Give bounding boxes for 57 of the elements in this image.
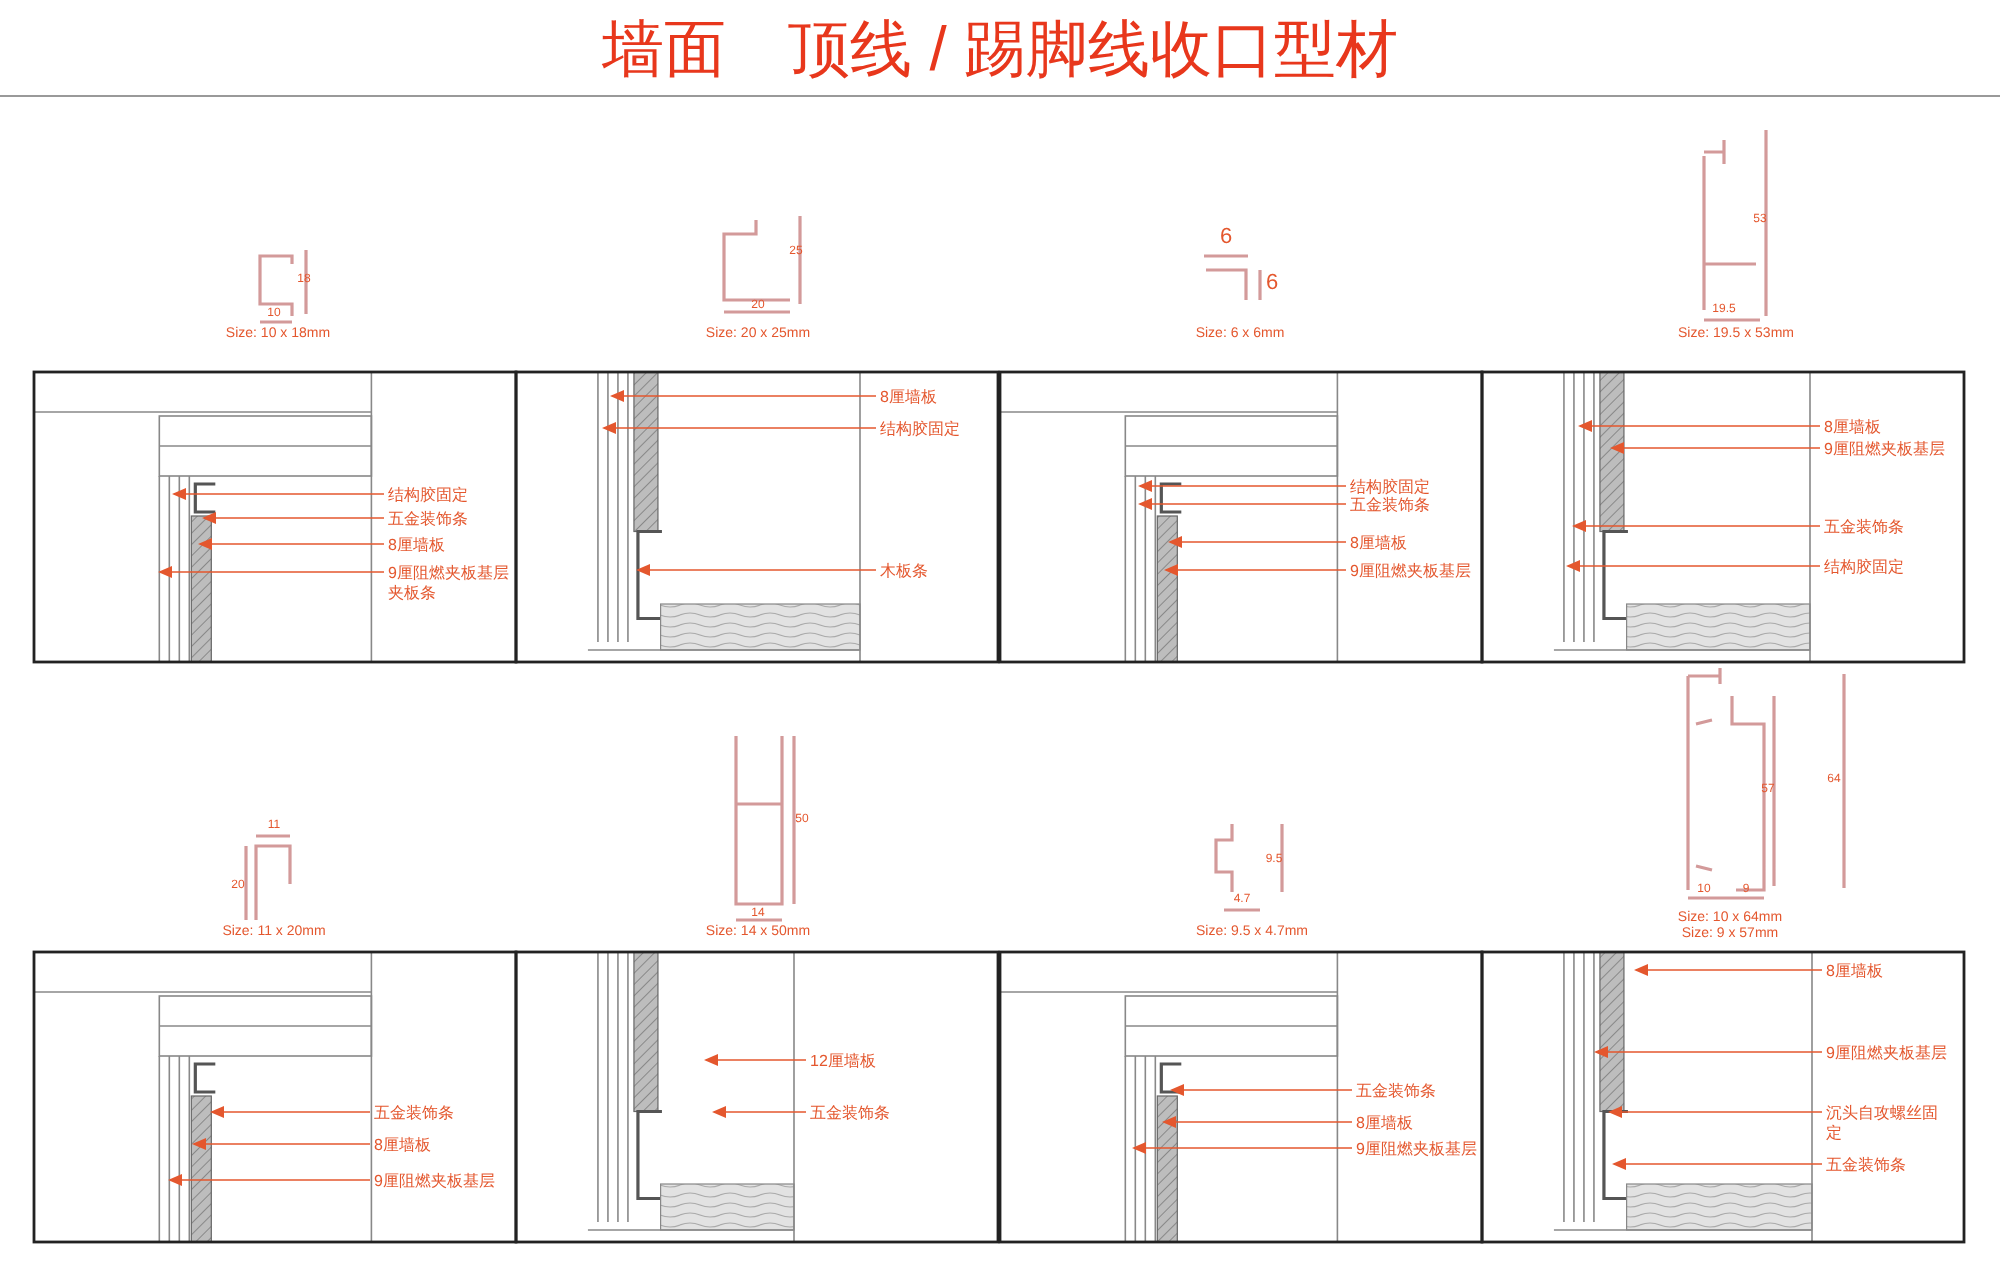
leader-line — [1612, 1158, 1823, 1170]
callout-label: 五金装饰条 — [1350, 496, 1430, 516]
callout-label: 9厘阻燃夹板基层 — [1350, 562, 1471, 582]
leader-line — [636, 564, 877, 576]
callout-label: 8厘墙板 — [1824, 418, 1881, 438]
callout-label: 9厘阻燃夹板基层 — [1824, 440, 1945, 460]
callout-label: 8厘墙板 — [374, 1136, 431, 1156]
leader-line — [1162, 1116, 1353, 1128]
callout-label: 结构胶固定 — [1350, 478, 1430, 498]
leader-line — [1634, 964, 1823, 976]
callout-label: 五金装饰条 — [1824, 518, 1904, 538]
callout-label: 五金装饰条 — [810, 1104, 890, 1124]
leader-line — [712, 1106, 807, 1118]
dimension-label: 6 — [1265, 273, 1279, 295]
leader-line — [1566, 560, 1821, 572]
leader-line — [210, 1106, 371, 1118]
callout-label: 12厘墙板 — [810, 1052, 876, 1072]
leader-line — [1594, 1046, 1823, 1058]
leader-line — [198, 538, 385, 550]
page-title: 墙面 顶线 / 踢脚线收口型材 — [600, 12, 1400, 88]
callout-label: 结构胶固定 — [388, 486, 468, 506]
leader-line — [168, 1174, 371, 1186]
callout-label: 结构胶固定 — [880, 420, 960, 440]
callout-label: 五金装饰条 — [1826, 1156, 1906, 1176]
callout-label: 8厘墙板 — [880, 388, 937, 408]
callout-label: 五金装饰条 — [1356, 1082, 1436, 1102]
leader-line — [1608, 1106, 1823, 1118]
callout-label: 结构胶固定 — [1824, 558, 1904, 578]
leader-line — [1138, 498, 1347, 510]
callout-label: 8厘墙板 — [388, 536, 445, 556]
leader-line — [202, 512, 385, 524]
callout-label: 木板条 — [880, 562, 928, 582]
leader-line — [1164, 564, 1347, 576]
callout-label: 9厘阻燃夹板基层 — [374, 1172, 495, 1192]
leader-line — [1168, 536, 1347, 548]
leader-line — [192, 1138, 371, 1150]
leader-line — [158, 566, 385, 578]
leader-line — [1610, 442, 1821, 454]
leader-line — [602, 422, 877, 434]
leader-line — [1138, 480, 1347, 492]
leader-line — [1132, 1142, 1353, 1154]
leader-line — [1170, 1084, 1353, 1096]
callout-label: 9厘阻燃夹板基层夹板条 — [388, 564, 512, 603]
callout-label: 8厘墙板 — [1356, 1114, 1413, 1134]
leader-line — [172, 488, 385, 500]
leader-line — [1578, 420, 1821, 432]
leader-line — [704, 1054, 807, 1066]
leader-line — [1572, 520, 1821, 532]
dimension-label: 6 — [1219, 227, 1233, 249]
callout-label: 五金装饰条 — [374, 1104, 454, 1124]
callout-label: 9厘阻燃夹板基层 — [1356, 1140, 1477, 1160]
leader-line — [610, 390, 877, 402]
callout-label: 五金装饰条 — [388, 510, 468, 530]
callout-label: 沉头自攻螺丝固定 — [1826, 1104, 1950, 1143]
callout-label: 9厘阻燃夹板基层 — [1826, 1044, 1947, 1064]
callout-label: 8厘墙板 — [1350, 534, 1407, 554]
callout-label: 8厘墙板 — [1826, 962, 1883, 982]
